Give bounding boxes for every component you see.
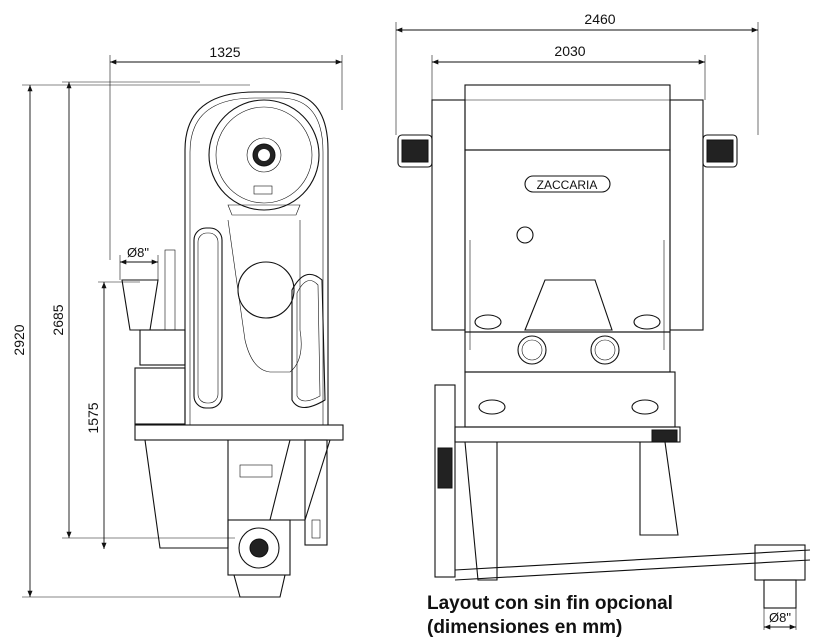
- dimension-outlet-height: 1575: [85, 281, 140, 549]
- dimension-front-total-width: 2460: [395, 11, 759, 135]
- dimension-inlet-height: 2685: [50, 81, 235, 539]
- front-view: 2460 2030 ZACCARIA: [395, 11, 811, 630]
- dimension-inlet-diameter: Ø8": [119, 245, 159, 280]
- dimension-label-side-width: 1325: [209, 44, 240, 60]
- caption-line-1: Layout con sin fin opcional: [427, 593, 673, 614]
- brand-label: ZACCARIA: [537, 178, 598, 192]
- dimension-label-inlet-diameter: Ø8": [127, 245, 149, 260]
- dimension-label-outlet-height: 1575: [85, 402, 101, 433]
- dimension-outlet-diameter: Ø8": [763, 608, 797, 630]
- dimension-label-front-body-width: 2030: [554, 43, 585, 59]
- dimension-label-inlet-height: 2685: [50, 304, 66, 335]
- dimension-label-total-height: 2920: [11, 324, 27, 355]
- brand-badge: ZACCARIA: [524, 175, 611, 193]
- dimension-side-width: 1325: [109, 44, 343, 260]
- caption-line-2: (dimensiones en mm): [427, 617, 623, 638]
- dimension-front-body-width: 2030: [431, 43, 706, 100]
- dimension-label-front-total-width: 2460: [584, 11, 615, 27]
- caption: Layout con sin fin opcional (dimensiones…: [427, 592, 673, 640]
- dimension-total-height: 2920: [11, 84, 250, 598]
- dimension-label-outlet-diameter: Ø8": [769, 610, 791, 625]
- side-view: 1325 2920 2685 1575 Ø8": [11, 44, 344, 598]
